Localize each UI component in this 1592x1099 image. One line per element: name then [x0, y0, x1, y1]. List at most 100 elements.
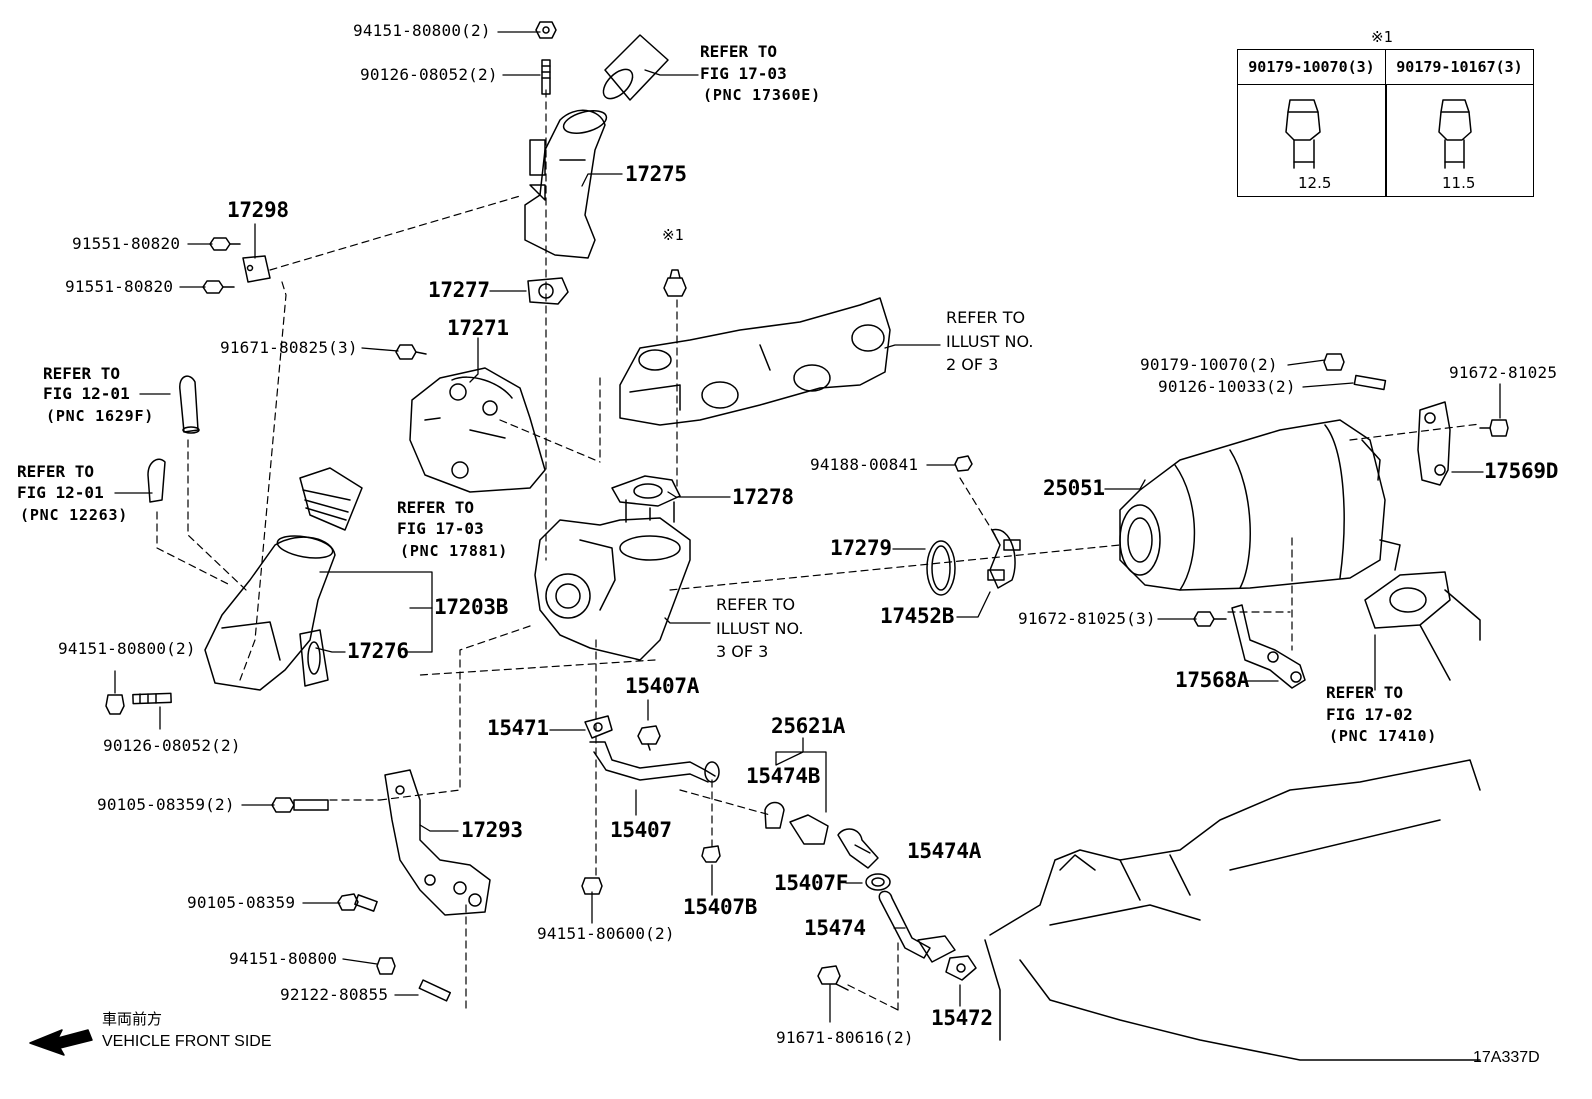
ref-17881-line2: FIG 17-03: [397, 519, 484, 538]
part-hose-25621A: [789, 814, 829, 845]
label-17568A: 17568A: [1175, 668, 1250, 692]
ref-illust-3-line1: REFER TO: [716, 595, 796, 614]
part-bolt-91672-3: [1193, 611, 1227, 627]
part-17276-gasket: [299, 629, 329, 687]
label-15407F: 15407F: [774, 871, 849, 895]
note-table-header-1: 90179-10070(3): [1238, 50, 1386, 85]
ref-17881-line1: REFER TO: [397, 498, 475, 517]
vehicle-front-arrow: [29, 1029, 93, 1056]
ref-1629F-line1: REFER TO: [43, 364, 121, 383]
label-15472: 15472: [931, 1006, 993, 1030]
part-hose-1629F: [179, 375, 200, 434]
part-pipe-17410: [1364, 571, 1481, 681]
label-15474A: 15474A: [907, 839, 982, 863]
vehicle-front-label-jp: 車両前方: [102, 1010, 163, 1028]
part-nut-top: [535, 21, 557, 39]
part-15407F-clip: [865, 873, 891, 891]
label-91672-81025-3: 91672-81025(3): [1018, 609, 1156, 628]
label-17279: 17279: [830, 536, 892, 560]
note-table-dim-1: 12.5: [1298, 174, 1332, 192]
ref-illust-3-line2: ILLUST NO.: [716, 619, 804, 638]
part-17203B-elbow: [204, 535, 336, 691]
part-engine-block: [984, 759, 1481, 1061]
part-nut-94151-80600: [581, 877, 603, 895]
part-17277-gasket: [527, 277, 569, 305]
label-17271: 17271: [447, 316, 509, 340]
label-90126-08052-2-top: 90126-08052(2): [360, 65, 498, 84]
label-90179-10070-2: 90179-10070(2): [1140, 355, 1278, 374]
ref-illust-2-line2: ILLUST NO.: [946, 332, 1034, 351]
figure-code: 17A337D: [1473, 1049, 1540, 1066]
nut-icon-11-5: [1438, 99, 1472, 169]
note-table: 90179-10070(3) 90179-10167(3) 12.5 11.5: [1237, 49, 1534, 197]
part-stud-top: [541, 59, 551, 95]
part-17298-bracket: [242, 255, 271, 283]
part-17275-pipe: [524, 109, 608, 259]
part-bolt-90105: [337, 893, 378, 912]
ref-17881-line3: (PNC 17881): [400, 542, 509, 560]
label-91671-80616-2: 91671-80616(2): [776, 1028, 914, 1047]
part-nut-94151-80800-b: [376, 957, 396, 975]
part-bolt-91671: [395, 344, 427, 360]
ref-17360E-line1: REFER TO: [700, 42, 778, 61]
part-turbocharger: [534, 499, 691, 661]
dashed-lines: [156, 89, 1481, 1011]
part-17452B-clamp: [987, 528, 1021, 589]
part-bolt-90105-2: [271, 797, 329, 813]
label-25621A: 25621A: [771, 714, 846, 738]
part-nut-90179: [1323, 353, 1345, 371]
part-25051-converter: [1119, 419, 1401, 591]
ref-17410-line3: (PNC 17410): [1329, 727, 1438, 745]
part-bolt-91671-80616: [817, 965, 849, 991]
ref-illust-2-line3: 2 OF 3: [946, 355, 999, 374]
label-15407B: 15407B: [683, 895, 758, 919]
ref-1629F-line2: FIG 12-01: [43, 384, 130, 403]
part-17293-bracket: [384, 769, 491, 916]
note-table-divider: [1385, 85, 1387, 196]
label-17298: 17298: [227, 198, 289, 222]
note-table-header-2: 90179-10167(3): [1386, 50, 1533, 85]
ref-17410-line1: REFER TO: [1326, 683, 1404, 702]
part-15407-pipe: [589, 741, 720, 783]
label-90105-08359-2: 90105-08359(2): [97, 795, 235, 814]
part-15471-gasket: [584, 715, 613, 739]
label-17275: 17275: [625, 162, 687, 186]
label-94151-80800-2-top: 94151-80800(2): [353, 21, 491, 40]
ref-17410-line2: FIG 17-02: [1326, 705, 1413, 724]
ref-17360E-line3: (PNC 17360E): [703, 86, 821, 104]
part-bolt-91672-right: [1479, 419, 1509, 437]
label-17203B: 17203B: [434, 595, 509, 619]
part-15474A-hose: [837, 828, 879, 869]
part-nut-mark1: [663, 269, 687, 297]
ref-12263-line3: (PNC 12263): [20, 506, 129, 524]
part-hose-17881: [299, 467, 363, 531]
label-15474B: 15474B: [746, 764, 821, 788]
ref-12263-line1: REFER TO: [17, 462, 95, 481]
ref-17360E-line2: FIG 17-03: [700, 64, 787, 83]
label-17569D: 17569D: [1484, 459, 1559, 483]
part-stud-90126-10033: [1353, 374, 1387, 391]
part-17568A-stay: [1231, 604, 1306, 689]
label-90126-10033-2: 90126-10033(2): [1158, 377, 1296, 396]
part-15472-gasket: [945, 955, 977, 981]
label-17277: 17277: [428, 278, 490, 302]
ref-illust-2-line1: REFER TO: [946, 308, 1026, 327]
label-91672-81025: 91672-81025: [1449, 363, 1558, 382]
part-15407A-bolt: [637, 725, 661, 751]
label-mark-1: ※1: [662, 226, 684, 244]
label-17276: 17276: [347, 639, 409, 663]
label-15407A: 15407A: [625, 674, 700, 698]
part-stud-92122: [418, 979, 452, 1002]
label-91551-80820-a: 91551-80820: [72, 234, 181, 253]
part-17569D-bracket: [1417, 401, 1451, 486]
label-15471: 15471: [487, 716, 549, 740]
part-15474-pipe: [878, 890, 956, 963]
ref-12263-line2: FIG 12-01: [17, 483, 104, 502]
label-90126-08052-2-left: 90126-08052(2): [103, 736, 241, 755]
label-94151-80800-2-left: 94151-80800(2): [58, 639, 196, 658]
label-91671-80825-3: 91671-80825(3): [220, 338, 358, 357]
part-nut-94151-left: [105, 694, 125, 715]
part-hose-12263: [147, 458, 166, 503]
label-90105-08359: 90105-08359: [187, 893, 296, 912]
